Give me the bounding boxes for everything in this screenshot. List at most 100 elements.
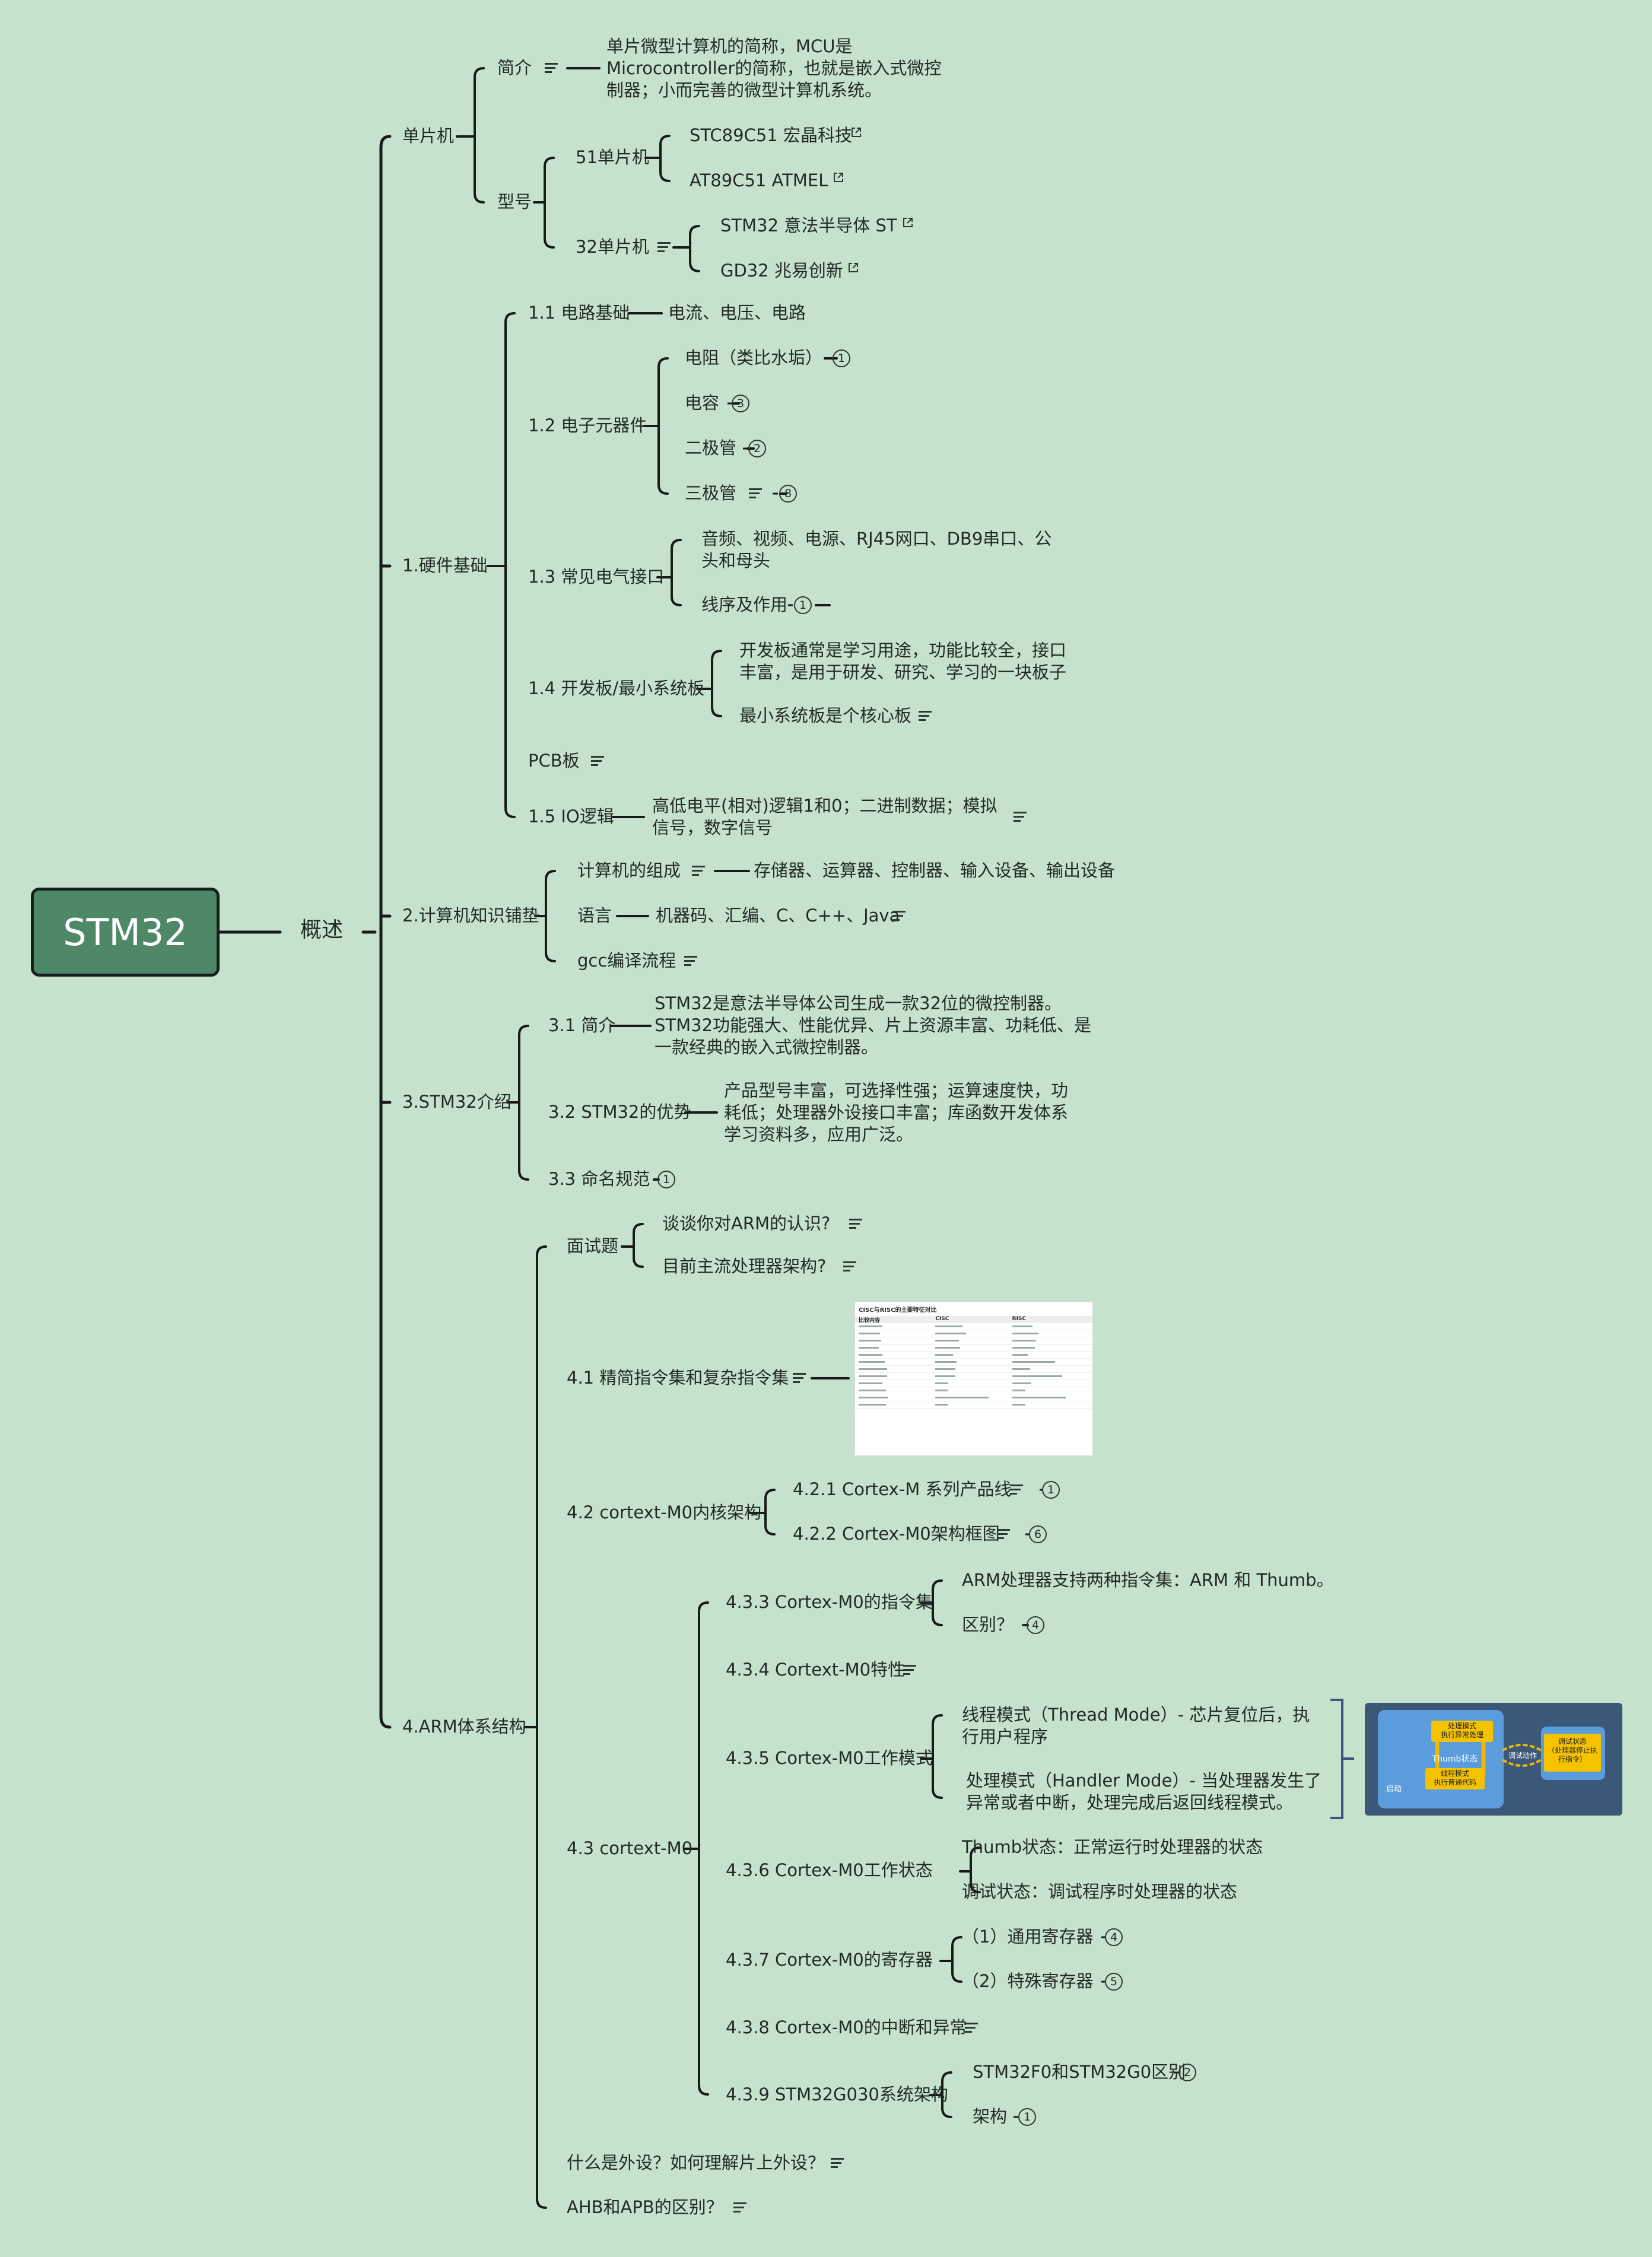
node-hardware[interactable]: 1.硬件基础 xyxy=(402,555,488,576)
node-mcu-model[interactable]: 型号 xyxy=(497,192,532,212)
note-icon[interactable] xyxy=(1010,1484,1023,1495)
note-icon[interactable] xyxy=(892,911,906,921)
external-link-icon[interactable] xyxy=(833,171,844,183)
node-arm[interactable]: 4.ARM体系结构 xyxy=(402,1716,526,1737)
external-link-icon[interactable] xyxy=(850,126,862,138)
overview-node[interactable]: 概述 xyxy=(300,918,344,942)
node-1-2[interactable]: 1.2 电子元器件 xyxy=(528,415,647,435)
node-ahb-apb[interactable]: AHB和APB的区别？ xyxy=(567,2197,723,2217)
count-badge[interactable]: 1 xyxy=(1042,1481,1060,1499)
node-4-2[interactable]: 4.2 cortext-M0内核架构 xyxy=(567,1502,762,1522)
node-interview-1[interactable]: 谈谈你对ARM的认识? xyxy=(662,1213,831,1234)
external-link-icon[interactable] xyxy=(847,262,859,274)
node-interview[interactable]: 面试题 xyxy=(567,1236,619,1256)
node-4-3-5-a[interactable]: 线程模式（Thread Mode）- 芯片复位后，执行用户程序 xyxy=(962,1705,1310,1747)
note-icon[interactable] xyxy=(965,2023,978,2033)
node-4-3[interactable]: 4.3 cortext-M0 xyxy=(567,1838,693,1858)
note-icon[interactable] xyxy=(545,63,558,74)
node-1-4-b[interactable]: 最小系统板是个核心板 xyxy=(739,705,912,726)
note-icon[interactable] xyxy=(733,2202,746,2213)
node-1-3-b[interactable]: 线序及作用 xyxy=(701,595,788,615)
note-icon[interactable] xyxy=(657,242,671,253)
node-4-3-5[interactable]: 4.3.5 Cortex-M0工作模式 xyxy=(726,1748,933,1768)
node-4-3-5-b[interactable]: 处理模式（Handler Mode）- 当处理器发生了异常或者中断，处理完成后返… xyxy=(966,1770,1322,1813)
node-3-1-text[interactable]: STM32是意法半导体公司生成一款32位的微控制器。STM32功能强大、性能优异… xyxy=(655,993,1092,1057)
node-language[interactable]: 语言 xyxy=(577,905,612,926)
count-badge[interactable]: 1 xyxy=(833,349,850,367)
node-1-5-text[interactable]: 高低电平(相对)逻辑1和0；二进制数据；模拟信号，数字信号 xyxy=(652,796,997,838)
count-badge[interactable]: 5 xyxy=(1105,1973,1123,1991)
node-1-3-a[interactable]: 音频、视频、电源、RJ45网口、DB9串口、公头和母头 xyxy=(701,529,1052,571)
count-badge[interactable]: 6 xyxy=(1029,1525,1047,1543)
node-4-3-7-b[interactable]: （2）特殊寄存器 xyxy=(962,1971,1094,1991)
node-computer-composition[interactable]: 计算机的组成 xyxy=(577,860,681,880)
node-computer-basics[interactable]: 2.计算机知识铺垫 xyxy=(402,905,539,926)
note-icon[interactable] xyxy=(831,2158,844,2169)
node-pcb[interactable]: PCB板 xyxy=(528,751,580,771)
node-4-3-7[interactable]: 4.3.7 Cortex-M0的寄存器 xyxy=(726,1950,933,1970)
node-4-3-6-b[interactable]: 调试状态：调试程序时处理器的状态 xyxy=(962,1881,1238,1902)
note-icon[interactable] xyxy=(997,1529,1010,1540)
root-node[interactable]: STM32 xyxy=(31,888,220,977)
node-1-3[interactable]: 1.3 常见电气接口 xyxy=(528,567,665,587)
note-icon[interactable] xyxy=(919,711,932,721)
node-3-2[interactable]: 3.2 STM32的优势 xyxy=(548,1102,691,1122)
count-badge[interactable]: 1 xyxy=(1018,2108,1036,2126)
node-4-3-4[interactable]: 4.3.4 Cortext-M0特性 xyxy=(726,1660,906,1680)
node-1-5[interactable]: 1.5 IO逻辑 xyxy=(528,806,614,826)
node-1-1[interactable]: 1.1 电路基础 xyxy=(528,303,630,323)
node-stm32-intro[interactable]: 3.STM32介绍 xyxy=(402,1092,512,1112)
node-4-3-6-a[interactable]: Thumb状态：正常运行时处理器的状态 xyxy=(962,1837,1263,1857)
node-1-4[interactable]: 1.4 开发板/最小系统板 xyxy=(528,678,705,698)
node-mcu[interactable]: 单片机 xyxy=(402,126,455,146)
node-3-2-text[interactable]: 产品型号丰富，可选择性强；运算速度快，功耗低；处理器外设接口丰富；库函数开发体系… xyxy=(724,1080,1069,1145)
node-4-3-9-b[interactable]: 架构 xyxy=(973,2106,1008,2126)
node-4-3-6[interactable]: 4.3.6 Cortex-M0工作状态 xyxy=(726,1860,933,1880)
count-badge[interactable]: 1 xyxy=(794,596,812,614)
note-icon[interactable] xyxy=(849,1219,862,1229)
node-4-3-7-a[interactable]: （1）通用寄存器 xyxy=(962,1927,1094,1947)
node-32[interactable]: 32单片机 xyxy=(576,237,649,257)
node-4-2-1[interactable]: 4.2.1 Cortex-M 系列产品线 xyxy=(793,1479,1012,1499)
node-resistor[interactable]: 电阻（类比水垢） xyxy=(685,348,823,368)
count-badge[interactable]: 4 xyxy=(1105,1928,1123,1946)
node-gcc[interactable]: gcc编译流程 xyxy=(577,951,676,971)
note-icon[interactable] xyxy=(793,1373,806,1384)
node-4-3-3[interactable]: 4.3.3 Cortex-M0的指令集 xyxy=(726,1592,933,1612)
node-1-1-text[interactable]: 电流、电压、电路 xyxy=(668,303,806,323)
node-stm32-st[interactable]: STM32 意法半导体 ST xyxy=(720,215,897,236)
external-link-icon[interactable] xyxy=(902,217,914,228)
note-icon[interactable] xyxy=(1014,812,1027,822)
count-badge[interactable]: 4 xyxy=(1027,1616,1044,1634)
node-peripheral[interactable]: 什么是外设？如何理解片上外设？ xyxy=(567,2153,825,2173)
note-icon[interactable] xyxy=(843,1261,856,1272)
node-1-4-a[interactable]: 开发板通常是学习用途，功能比较全，接口丰富，是用于研发、研究、学习的一块板子 xyxy=(739,640,1067,682)
count-badge[interactable]: 2 xyxy=(1178,2064,1196,2081)
node-computer-composition-text[interactable]: 存储器、运算器、控制器、输入设备、输出设备 xyxy=(754,860,1116,880)
node-51[interactable]: 51单片机 xyxy=(576,147,649,167)
count-badge[interactable]: 1 xyxy=(657,1171,675,1188)
node-interview-2[interactable]: 目前主流处理器架构? xyxy=(662,1256,827,1276)
note-icon[interactable] xyxy=(749,488,762,499)
note-icon[interactable] xyxy=(692,866,705,876)
node-mcu-intro-text[interactable]: 单片微型计算机的简称，MCU是Microcontroller的简称，也就是嵌入式… xyxy=(606,36,942,100)
node-4-3-9[interactable]: 4.3.9 STM32G030系统架构 xyxy=(726,2084,948,2105)
node-4-2-2[interactable]: 4.2.2 Cortex-M0架构框图 xyxy=(793,1524,1000,1544)
node-4-3-8[interactable]: 4.3.8 Cortex-M0的中断和异常 xyxy=(726,2017,967,2037)
node-language-text[interactable]: 机器码、汇编、C、C++、Java xyxy=(656,905,900,926)
count-badge[interactable]: 8 xyxy=(779,485,797,503)
work-mode-diagram-image[interactable]: 启动 处理模式 执行异常处理 Thumb状态 线程模式 执行普通代码 调试动作 … xyxy=(1365,1703,1622,1816)
node-diode[interactable]: 二极管 xyxy=(685,438,737,458)
count-badge[interactable]: 2 xyxy=(748,440,766,457)
node-mcu-intro[interactable]: 简介 xyxy=(497,58,532,78)
node-3-3[interactable]: 3.3 命名规范 xyxy=(548,1169,650,1189)
count-badge[interactable]: 3 xyxy=(732,395,749,412)
node-at89[interactable]: AT89C51 ATMEL xyxy=(690,170,828,190)
note-icon[interactable] xyxy=(903,1665,916,1676)
node-4-3-3-b[interactable]: 区别？ xyxy=(962,1614,1014,1635)
note-icon[interactable] xyxy=(591,756,604,767)
note-icon[interactable] xyxy=(684,956,697,967)
node-capacitor[interactable]: 电容 xyxy=(685,393,720,413)
node-4-3-3-a[interactable]: ARM处理器支持两种指令集：ARM 和 Thumb。 xyxy=(962,1570,1334,1590)
